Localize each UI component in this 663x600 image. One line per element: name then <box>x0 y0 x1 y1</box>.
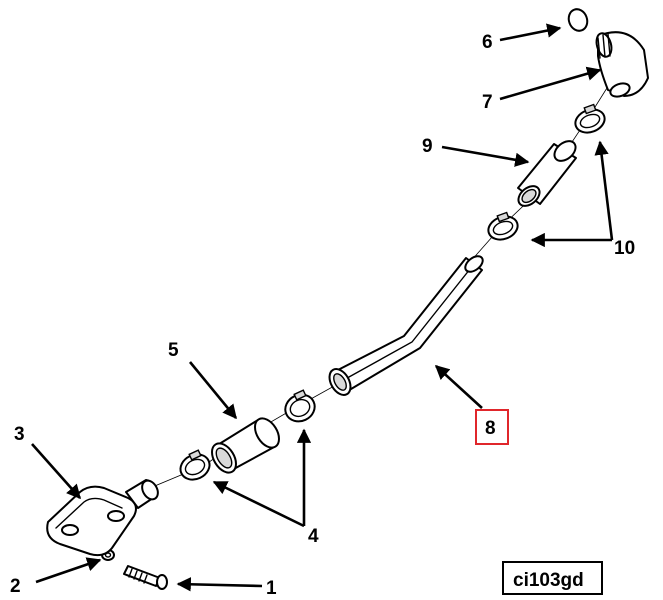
o-ring-part <box>567 8 589 32</box>
leader-arrow-10b <box>594 140 614 241</box>
assembly-centerline <box>99 79 613 556</box>
callout-9: 9 <box>422 136 433 157</box>
callout-2: 2 <box>10 576 21 597</box>
leader-arrow-2 <box>35 557 102 584</box>
elbow-fitting-part <box>595 31 649 98</box>
leader-arrow-8 <box>434 365 483 409</box>
leader-arrow-9 <box>441 145 530 167</box>
lower-hose-clamp-b <box>284 389 316 423</box>
leader-arrow-3 <box>31 443 81 500</box>
callout-8: 8 <box>485 418 496 439</box>
leader-arrow-4a <box>212 480 305 528</box>
leader-arrow-5 <box>188 361 238 420</box>
lower-hose-part <box>211 417 280 474</box>
callout-4: 4 <box>308 526 319 547</box>
leader-arrow-7 <box>499 66 602 101</box>
upper-hose-clamp-a <box>487 211 519 241</box>
callout-1: 1 <box>266 578 277 599</box>
leader-arrow-6 <box>499 23 562 42</box>
callout-10: 10 <box>614 238 635 259</box>
callout-7: 7 <box>482 92 493 113</box>
reference-code: ci103gd <box>513 570 584 591</box>
bent-tube-part <box>328 255 484 396</box>
flange-connector-part <box>46 479 159 557</box>
upper-hose-part <box>517 140 577 207</box>
upper-hose-clamp-b <box>574 103 606 134</box>
lower-hose-clamp-a <box>179 449 211 481</box>
leader-arrows <box>31 23 614 592</box>
highlight-box <box>475 409 509 445</box>
reference-code-box <box>502 561 603 595</box>
callout-3: 3 <box>14 424 25 445</box>
bolt-part <box>123 565 168 590</box>
callout-5: 5 <box>168 340 179 361</box>
leader-arrow-1 <box>176 577 263 592</box>
callout-6: 6 <box>482 32 493 53</box>
